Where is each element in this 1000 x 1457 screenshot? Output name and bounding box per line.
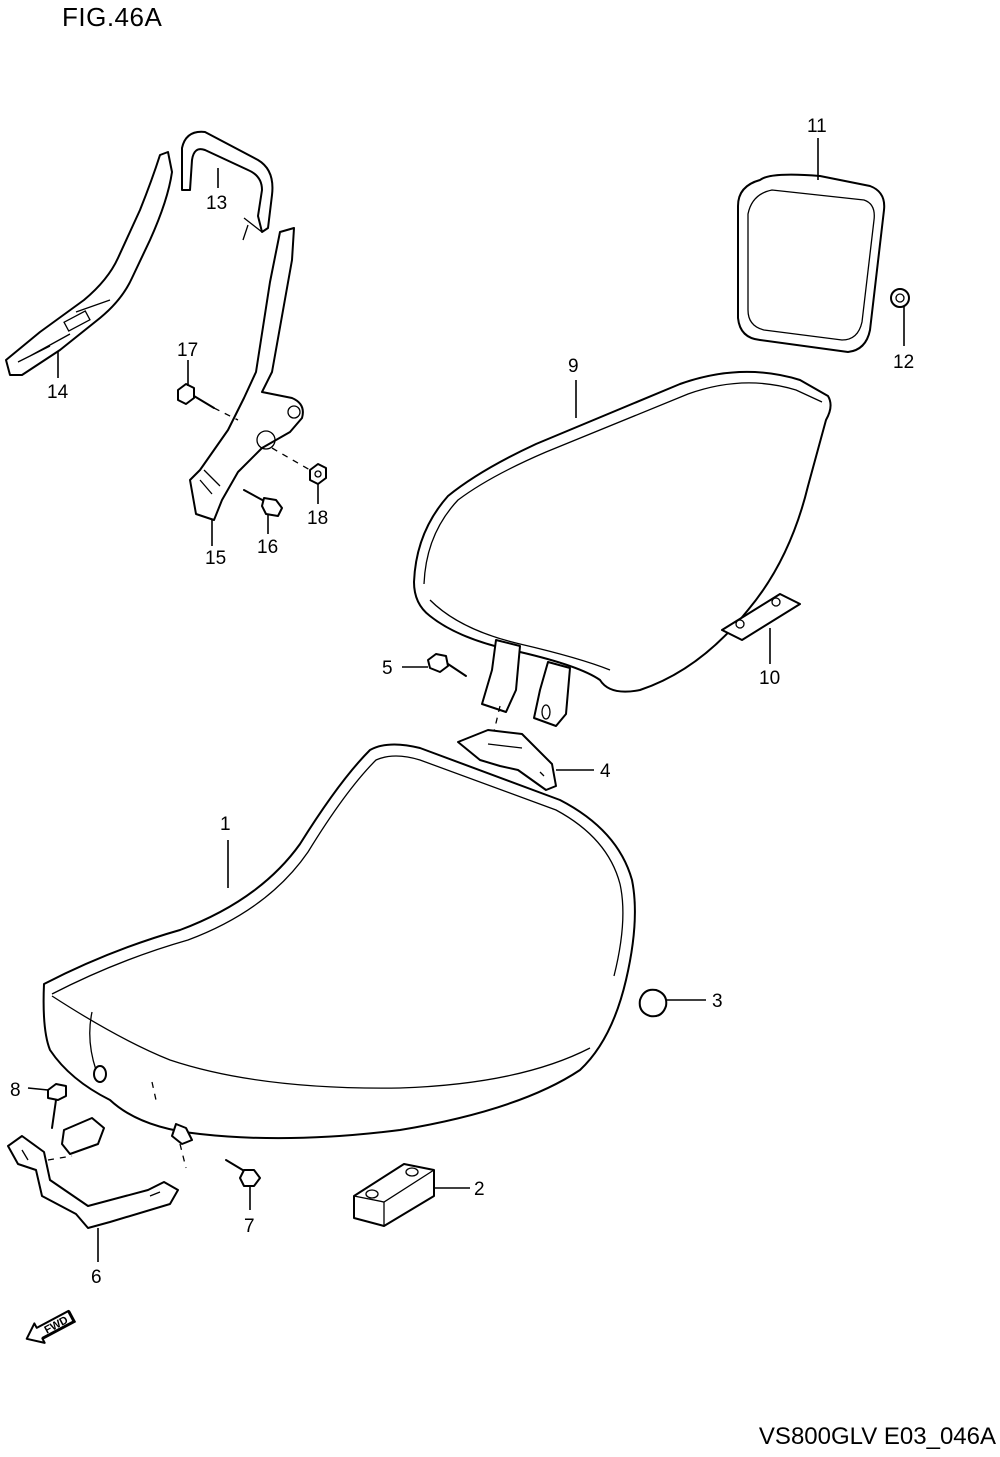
callout-2: 2 xyxy=(474,1179,485,1200)
callout-labels: 1 2 3 4 5 6 7 8 9 10 11 12 13 14 15 16 1… xyxy=(10,116,914,1288)
part-14-side-arm[interactable] xyxy=(5,151,173,376)
part-3-grommet[interactable] xyxy=(638,988,668,1018)
callout-16: 16 xyxy=(257,537,278,558)
part-1-front-seat[interactable] xyxy=(42,743,636,1140)
part-15-side-bracket[interactable] xyxy=(189,227,304,521)
callout-7: 7 xyxy=(244,1216,255,1237)
callout-12: 12 xyxy=(893,352,914,373)
part-12-nut[interactable] xyxy=(890,288,910,308)
forward-arrow-icon: FWD xyxy=(25,1309,77,1344)
front-seat-group xyxy=(7,743,668,1229)
backrest-frame-group xyxy=(5,130,327,521)
callout-18: 18 xyxy=(307,508,328,529)
part-5-bolt[interactable] xyxy=(427,653,467,677)
callout-6: 6 xyxy=(91,1267,102,1288)
callout-4: 4 xyxy=(600,761,611,782)
part-16-bolt[interactable] xyxy=(243,489,283,517)
callout-13: 13 xyxy=(206,193,227,214)
callout-8: 8 xyxy=(10,1080,21,1101)
part-9-rear-seat[interactable] xyxy=(413,370,832,693)
rear-seat-group xyxy=(413,370,832,791)
part-2-block[interactable] xyxy=(353,1163,435,1227)
callout-10: 10 xyxy=(759,668,780,689)
callout-14: 14 xyxy=(47,382,69,403)
part-18-nut[interactable] xyxy=(309,463,327,485)
part-13-handle[interactable] xyxy=(181,130,274,233)
part-8-bolt[interactable] xyxy=(47,1083,67,1129)
part-4-bracket[interactable] xyxy=(457,729,557,791)
callout-11: 11 xyxy=(807,116,827,137)
callout-5: 5 xyxy=(382,658,393,679)
backrest-pad-group xyxy=(737,173,910,353)
callout-9: 9 xyxy=(568,356,579,377)
callout-15: 15 xyxy=(205,548,226,569)
fwd-label: FWD xyxy=(42,1314,70,1336)
callout-17: 17 xyxy=(177,340,198,361)
callout-1: 1 xyxy=(220,814,231,835)
callout-3: 3 xyxy=(712,991,723,1012)
figure-title: FIG.46A xyxy=(62,2,163,32)
part-11-backrest-pad[interactable] xyxy=(737,173,886,353)
leader-lines xyxy=(27,138,905,1262)
part-17-bolt[interactable] xyxy=(177,383,215,409)
part-6-bracket[interactable] xyxy=(7,1135,179,1229)
part-10-plate[interactable] xyxy=(721,593,801,641)
figure-code: VS800GLV E03_046A xyxy=(758,1423,996,1450)
part-7-bolt[interactable] xyxy=(225,1159,261,1187)
